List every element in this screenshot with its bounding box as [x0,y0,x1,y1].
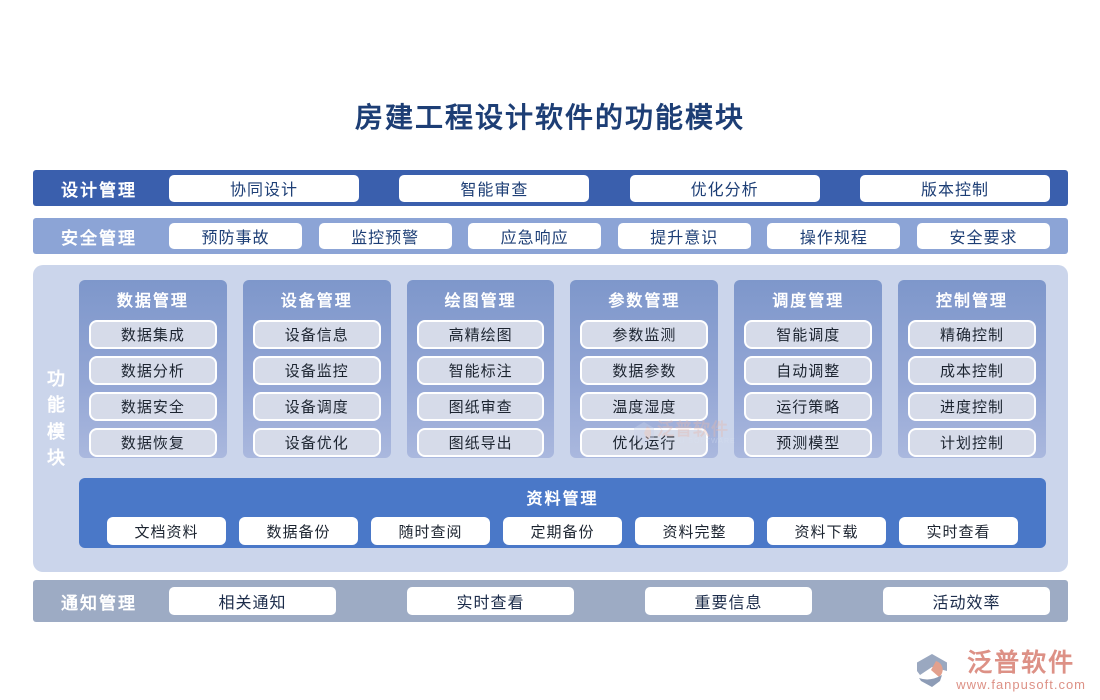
module-column-title: 调度管理 [772,293,845,310]
module-item-button[interactable]: 成本控制 [908,356,1036,385]
module-item-button[interactable]: 预测模型 [744,428,873,457]
module-column-items: 设备信息设备监控设备调度设备优化 [243,320,391,457]
safety-item-button[interactable]: 预防事故 [169,223,302,249]
notification-item-button[interactable]: 实时查看 [407,587,574,615]
notification-management-items: 相关通知 实时查看 重要信息 活动效率 [165,587,1068,615]
module-item-button[interactable]: 高精绘图 [416,320,545,349]
module-column-title: 数据管理 [116,293,189,310]
design-item-button[interactable]: 智能审查 [399,174,590,202]
module-column: 数据管理 数据集成数据分析数据安全数据恢复 [79,280,227,458]
material-item-button[interactable]: 文档资料 [107,517,226,545]
safety-item-button[interactable]: 提升意识 [617,223,751,249]
module-column-items: 智能调度自动调整运行策略预测模型 [734,320,882,457]
safety-management-band: 安全管理 预防事故监控预警应急响应提升意识操作规程安全要求 [33,218,1068,254]
safety-item-button[interactable]: 监控预警 [318,223,452,249]
module-item-button[interactable]: 运行策略 [744,392,873,421]
fanpu-logo-icon [917,653,948,688]
notification-management-label: 通知管理 [61,593,137,613]
safety-management-label: 安全管理 [61,228,137,248]
module-item-button[interactable]: 数据参数 [580,356,709,385]
design-item-button[interactable]: 优化分析 [629,174,820,202]
module-item-button[interactable]: 设备优化 [252,428,381,457]
module-item-button[interactable]: 数据分析 [89,356,217,385]
module-column-items: 参数监测数据参数温度湿度优化运行 [570,320,718,457]
module-column: 参数管理 参数监测数据参数温度湿度优化运行 [570,280,719,458]
material-management-section: 资料管理 文档资料数据备份随时查阅定期备份资料完整资料下载实时查看 [79,478,1046,548]
module-column: 设备管理 设备信息设备监控设备调度设备优化 [242,280,391,458]
module-column-title: 设备管理 [280,293,353,310]
module-column-title: 绘图管理 [444,293,517,310]
module-columns: 数据管理 数据集成数据分析数据安全数据恢复 设备管理 设备信息设备监控设备调度设… [79,280,1046,458]
module-column-items: 高精绘图智能标注图纸审查图纸导出 [407,320,555,457]
module-column-items: 精确控制成本控制进度控制计划控制 [898,320,1046,457]
module-item-button[interactable]: 设备监控 [252,356,381,385]
module-column-title: 控制管理 [936,293,1009,310]
module-item-button[interactable]: 智能标注 [416,356,545,385]
material-item-button[interactable]: 资料完整 [635,517,754,545]
footer-brand-name: 泛普软件 [967,648,1076,677]
safety-item-button[interactable]: 操作规程 [767,223,901,249]
material-item-button[interactable]: 随时查阅 [371,517,490,545]
module-item-button[interactable]: 设备调度 [252,392,381,421]
material-management-items: 文档资料数据备份随时查阅定期备份资料完整资料下载实时查看 [79,509,1046,545]
design-item-button[interactable]: 协同设计 [169,174,359,202]
module-item-button[interactable]: 精确控制 [908,320,1036,349]
safety-management-items: 预防事故监控预警应急响应提升意识操作规程安全要求 [165,223,1068,249]
safety-item-button[interactable]: 安全要求 [916,223,1050,249]
footer-brand-area: 泛普软件 www.fanpusoft.com [912,648,1086,692]
module-item-button[interactable]: 数据恢复 [89,428,217,457]
module-column-title: 参数管理 [608,293,681,310]
module-item-button[interactable]: 设备信息 [252,320,381,349]
design-management-band: 设计管理 协同设计 智能审查 优化分析 版本控制 [33,170,1068,206]
footer-website: www.fanpusoft.com [956,677,1086,692]
material-item-button[interactable]: 实时查看 [899,517,1018,545]
notification-item-button[interactable]: 相关通知 [169,587,336,615]
module-column: 绘图管理 高精绘图智能标注图纸审查图纸导出 [406,280,555,458]
module-item-button[interactable]: 计划控制 [908,428,1036,457]
module-item-button[interactable]: 进度控制 [908,392,1036,421]
material-item-button[interactable]: 资料下载 [767,517,886,545]
design-management-items: 协同设计 智能审查 优化分析 版本控制 [165,174,1068,202]
design-management-label: 设计管理 [61,180,137,200]
module-item-button[interactable]: 智能调度 [744,320,873,349]
module-item-button[interactable]: 优化运行 [580,428,709,457]
function-module-side-label: 功 能 模 块 [47,369,65,468]
material-item-button[interactable]: 数据备份 [239,517,358,545]
module-column: 调度管理 智能调度自动调整运行策略预测模型 [734,280,883,458]
function-module-panel: 功 能 模 块 数据管理 数据集成数据分析数据安全数据恢复 设备管理 设备信息设… [33,265,1068,572]
module-item-button[interactable]: 数据集成 [89,320,217,349]
module-column: 控制管理 精确控制成本控制进度控制计划控制 [898,280,1046,458]
module-item-button[interactable]: 图纸审查 [416,392,545,421]
module-item-button[interactable]: 数据安全 [89,392,217,421]
module-item-button[interactable]: 温度湿度 [580,392,709,421]
notification-item-button[interactable]: 活动效率 [883,587,1050,615]
safety-item-button[interactable]: 应急响应 [468,223,602,249]
module-item-button[interactable]: 参数监测 [580,320,709,349]
design-item-button[interactable]: 版本控制 [859,174,1050,202]
page-title: 房建工程设计软件的功能模块 [354,102,745,133]
material-management-title: 资料管理 [526,491,599,508]
notification-management-band: 通知管理 相关通知 实时查看 重要信息 活动效率 [33,580,1068,622]
material-item-button[interactable]: 定期备份 [503,517,622,545]
module-column-items: 数据集成数据分析数据安全数据恢复 [79,320,227,457]
module-item-button[interactable]: 自动调整 [744,356,873,385]
notification-item-button[interactable]: 重要信息 [645,587,812,615]
module-item-button[interactable]: 图纸导出 [416,428,545,457]
